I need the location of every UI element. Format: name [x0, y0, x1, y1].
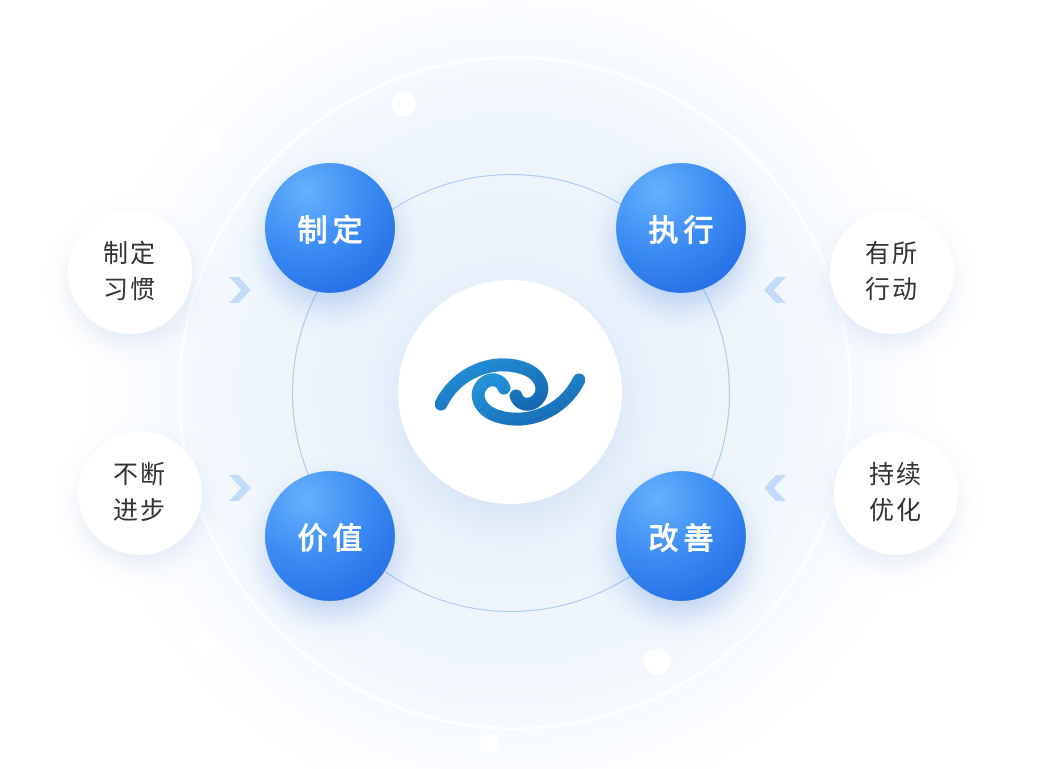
node-improve: 改善	[616, 471, 746, 601]
decor-dot	[644, 649, 670, 675]
node-label: 制定	[297, 215, 368, 248]
swirl-eye-logo-icon	[435, 358, 585, 426]
node-value: 价值	[265, 471, 395, 601]
background-soft-ring	[178, 56, 852, 730]
satellite-label-line: 制定	[102, 240, 157, 268]
satellite-continuous-optimize: 持续 优化	[834, 431, 958, 555]
satellite-label-line: 不断	[112, 461, 167, 489]
satellite-take-action: 有所 行动	[830, 210, 954, 334]
satellite-label-line: 行动	[864, 276, 919, 304]
node-label: 执行	[648, 215, 719, 248]
node-label: 价值	[297, 523, 368, 556]
satellite-form-habits: 制定 习惯	[68, 210, 192, 334]
node-execute: 执行	[616, 163, 746, 293]
decor-dot	[196, 127, 222, 153]
decor-dot	[392, 92, 416, 116]
satellite-keep-progressing: 不断 进步	[78, 431, 202, 555]
center-logo-circle	[398, 280, 622, 504]
satellite-label-line: 进步	[112, 497, 167, 525]
node-formulate: 制定	[265, 163, 395, 293]
node-label: 改善	[648, 523, 719, 556]
decor-dot	[192, 632, 216, 656]
decor-dot	[922, 108, 944, 130]
satellite-label-line: 习惯	[102, 276, 157, 304]
satellite-label-line: 有所	[864, 240, 919, 268]
orbit-ring	[292, 174, 730, 612]
satellite-label-line: 优化	[868, 497, 923, 525]
satellite-label-line: 持续	[868, 461, 923, 489]
decor-dot	[479, 734, 499, 754]
